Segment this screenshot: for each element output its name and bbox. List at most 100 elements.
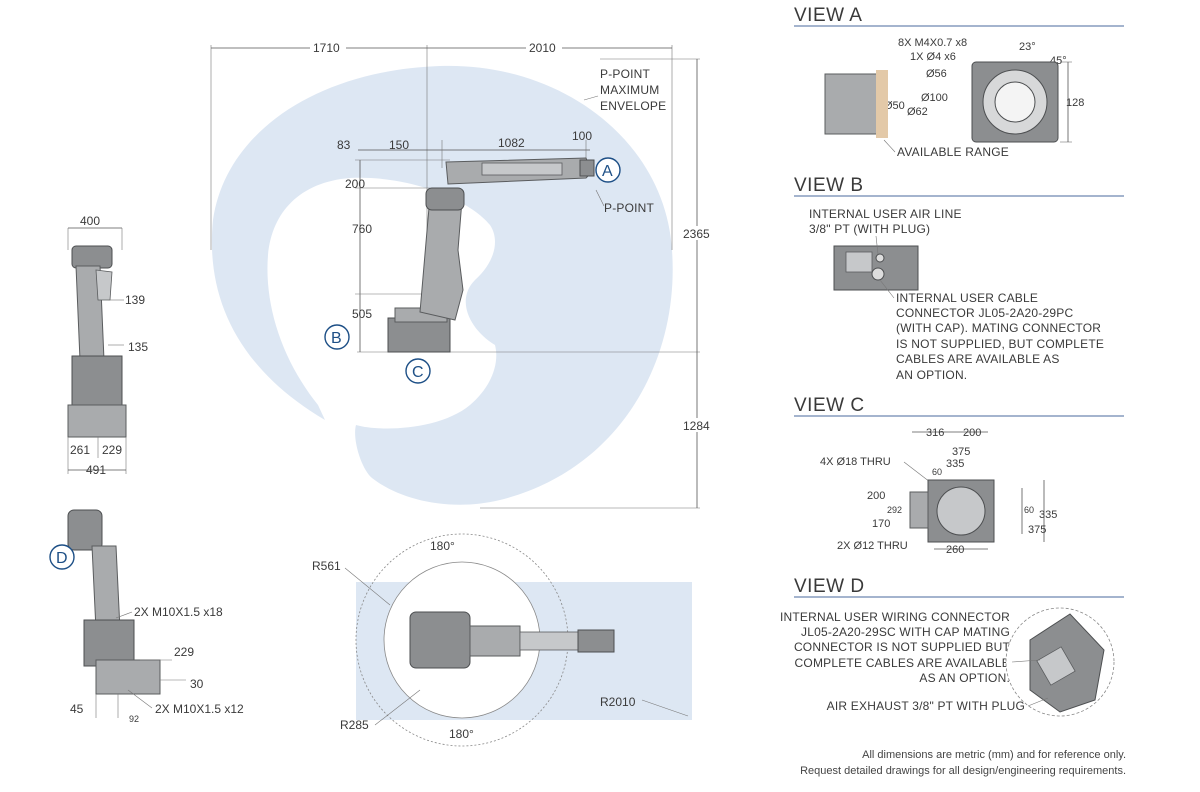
view-c-turntable	[936, 486, 986, 536]
leader-line	[1027, 697, 1049, 707]
dim-bg	[682, 418, 714, 432]
dim-2010: 2010	[529, 41, 556, 55]
p-point-leader	[595, 189, 605, 207]
cable-connector	[871, 267, 885, 281]
wiring-label-3: CONNECTOR IS NOT SUPPLIED BUT	[794, 640, 1011, 654]
view-d-title: VIEW D	[794, 576, 865, 597]
robot-arm-cover	[481, 162, 563, 176]
cable-label-3: (WITH CAP). MATING CONNECTOR	[896, 321, 1101, 335]
robot-side-silhouette	[387, 157, 595, 353]
dim-bg	[526, 40, 562, 54]
dim-1710: 1710	[313, 41, 340, 55]
dim-bg	[310, 40, 346, 54]
cable-label-4: IS NOT SUPPLIED, BUT COMPLETE	[896, 337, 1104, 351]
marker-b	[324, 324, 350, 350]
dim-229: 229	[102, 443, 122, 457]
dim-2365: 2365	[683, 227, 710, 241]
cable-label-5: CABLES ARE AVAILABLE AS	[896, 352, 1060, 366]
view-a-side-part	[824, 73, 878, 135]
dim-335-right: 335	[1039, 509, 1057, 521]
dim-200-left: 200	[867, 490, 885, 502]
envelope-label-line2: MAXIMUM	[600, 83, 659, 97]
dim-375-right: 375	[1028, 524, 1046, 536]
dim-135: 135	[128, 340, 148, 354]
bottom-180-label: 180°	[449, 727, 474, 741]
dim-45: 45	[70, 702, 84, 716]
robot-body-detail	[83, 619, 135, 667]
robot-wrist-detail	[67, 509, 103, 551]
dim-316: 316	[926, 427, 944, 439]
dim-139: 139	[125, 293, 145, 307]
robot-shoulder	[425, 187, 465, 211]
dim-30: 30	[190, 677, 204, 691]
robot-forearm-top	[519, 631, 581, 651]
dim-292: 292	[887, 505, 902, 515]
dim-100: 100	[572, 129, 592, 143]
view-c-title: VIEW C	[794, 395, 865, 416]
phi4-label: 1X Ø4 x6	[910, 51, 956, 63]
view-b-cover	[845, 251, 873, 273]
cable-label-2: CONNECTOR JL05-2A20-29PC	[896, 306, 1073, 320]
marker-a	[595, 157, 621, 183]
marker-c	[405, 358, 431, 384]
dim-200-top: 200	[963, 427, 981, 439]
leader-line	[1011, 659, 1041, 663]
dim-60-right: 60	[1024, 505, 1034, 515]
leader-line	[879, 279, 895, 299]
thru18-label: 4X Ø18 THRU	[820, 456, 891, 468]
dim-400: 400	[80, 214, 100, 228]
robot-wrist	[579, 159, 595, 177]
main-envelope-view: 1710 2010 2365 1284 200 760 505 83 150 1…	[210, 40, 714, 509]
wiring-label-2: JL05-2A20-29SC WITH CAP MATING	[801, 625, 1010, 639]
view-b-title: VIEW B	[794, 175, 864, 196]
r2010-label: R2010	[600, 695, 636, 709]
robot-wrist-top	[577, 629, 615, 653]
leader-line	[903, 461, 931, 483]
robot-base-top	[409, 611, 471, 669]
robot-base-detail	[95, 659, 161, 695]
robot-arm-top	[469, 625, 521, 657]
air-line-port	[875, 253, 885, 263]
robot-arm-detail	[91, 545, 121, 631]
view-a: VIEW A 8X M4X0.7 x8 1X Ø4 x6 23° 45° Ø56…	[794, 5, 1124, 159]
robot-base-front	[67, 404, 127, 438]
leader-line	[875, 235, 879, 255]
leader-line	[641, 699, 689, 717]
dim-92: 92	[129, 714, 139, 724]
dim-335-top: 335	[946, 458, 964, 470]
dim-261: 261	[70, 443, 90, 457]
phi62-label: Ø62	[907, 106, 928, 118]
view-d: VIEW D INTERNAL USER WIRING CONNECTOR JL…	[780, 576, 1124, 717]
phi100-label: Ø100	[921, 92, 948, 104]
view-c: VIEW C 316 200 375 335 60 4X Ø18 THRU 20…	[794, 395, 1124, 556]
dim-760: 760	[352, 222, 372, 236]
envelope-label-line3: ENVELOPE	[600, 99, 666, 113]
view-c-connector	[909, 491, 929, 529]
dim-505: 505	[352, 307, 372, 321]
top-180-label: 180°	[430, 539, 455, 553]
leader-line	[344, 567, 391, 606]
ang23-label: 23°	[1019, 41, 1036, 53]
m10x18-label: 2X M10X1.5 x18	[134, 605, 223, 619]
p-point-label: P-POINT	[604, 201, 655, 215]
robot-top-silhouette	[409, 611, 615, 669]
m4-label: 8X M4X0.7 x8	[898, 37, 967, 49]
dim-bg	[682, 226, 714, 240]
r561-label: R561	[312, 559, 341, 573]
top-view: R561 180° 180° R285 R2010	[312, 533, 692, 747]
dim-128: 128	[1066, 97, 1084, 109]
dim-83: 83	[337, 138, 351, 152]
envelope-label-line1: P-POINT	[600, 67, 651, 81]
dim-229-d: 229	[174, 645, 194, 659]
robot-body-front	[71, 355, 123, 409]
air-line-label-2: 3/8" PT (WITH PLUG)	[809, 222, 930, 236]
dim-1082: 1082	[498, 136, 525, 150]
view-b: VIEW B INTERNAL USER AIR LINE 3/8" PT (W…	[794, 175, 1124, 382]
dim-1284: 1284	[683, 419, 710, 433]
available-range-label: AVAILABLE RANGE	[897, 145, 1009, 159]
cable-label-1: INTERNAL USER CABLE	[896, 291, 1038, 305]
robot-base	[387, 317, 451, 353]
view-d-connector	[1036, 646, 1076, 686]
dim-150: 150	[389, 138, 409, 152]
